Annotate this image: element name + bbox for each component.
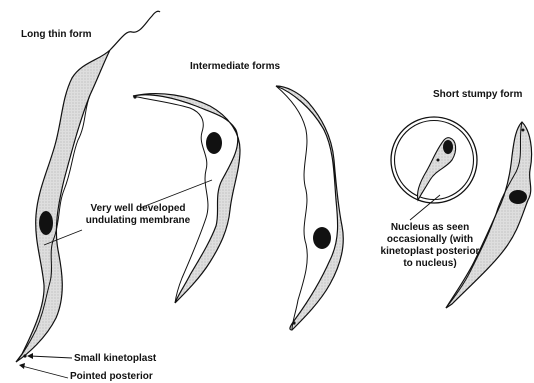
intermediate-1-nucleus <box>206 132 222 154</box>
short-stumpy-nucleus <box>509 190 527 204</box>
label-nucleus-note: Nucleus as seen occasionally (with kinet… <box>362 222 498 270</box>
intermediate-1-body <box>133 94 240 303</box>
inset-kinetoplast <box>437 159 440 162</box>
inset-nucleus <box>443 140 453 154</box>
label-short-stumpy-form: Short stumpy form <box>433 89 522 101</box>
intermediate-1-kinetoplast <box>133 95 136 98</box>
intermediate-2-edge <box>276 86 307 330</box>
kinetoplast-pointer-line <box>30 356 72 358</box>
kinetoplast-arrowhead <box>27 353 33 359</box>
label-small-kinetoplast: Small kinetoplast <box>74 353 156 365</box>
intermediate-2-body <box>276 86 343 330</box>
nucleus-inset <box>391 117 477 203</box>
label-long-thin-form: Long thin form <box>21 29 92 41</box>
membrane-line-1: Very well developed <box>78 203 198 215</box>
intermediate-2-nucleus <box>313 227 331 249</box>
intermediate-2-kinetoplast <box>292 321 295 324</box>
posterior-arrowhead <box>19 363 25 369</box>
nucleus-line-3: kinetoplast posterior <box>362 246 498 258</box>
label-undulating-membrane: Very well developed undulating membrane <box>78 203 198 227</box>
long-thin-nucleus <box>39 211 53 235</box>
short-stumpy-kinetoplast <box>522 129 525 132</box>
long-thin-kinetoplast <box>23 354 26 357</box>
membrane-line-2: undulating membrane <box>78 215 198 227</box>
label-intermediate-forms: Intermediate forms <box>190 61 280 73</box>
intermediate-trypanosome-2 <box>276 86 343 330</box>
long-thin-flagellum <box>110 11 160 50</box>
nucleus-line-1: Nucleus as seen <box>362 222 498 234</box>
intermediate-trypanosome-1 <box>133 94 240 303</box>
long-thin-trypanosome <box>16 11 160 362</box>
label-pointed-posterior: Pointed posterior <box>70 371 153 383</box>
nucleus-line-2: occasionally (with <box>362 234 498 246</box>
nucleus-line-4: to nucleus) <box>362 258 498 270</box>
posterior-pointer-line <box>22 366 68 378</box>
